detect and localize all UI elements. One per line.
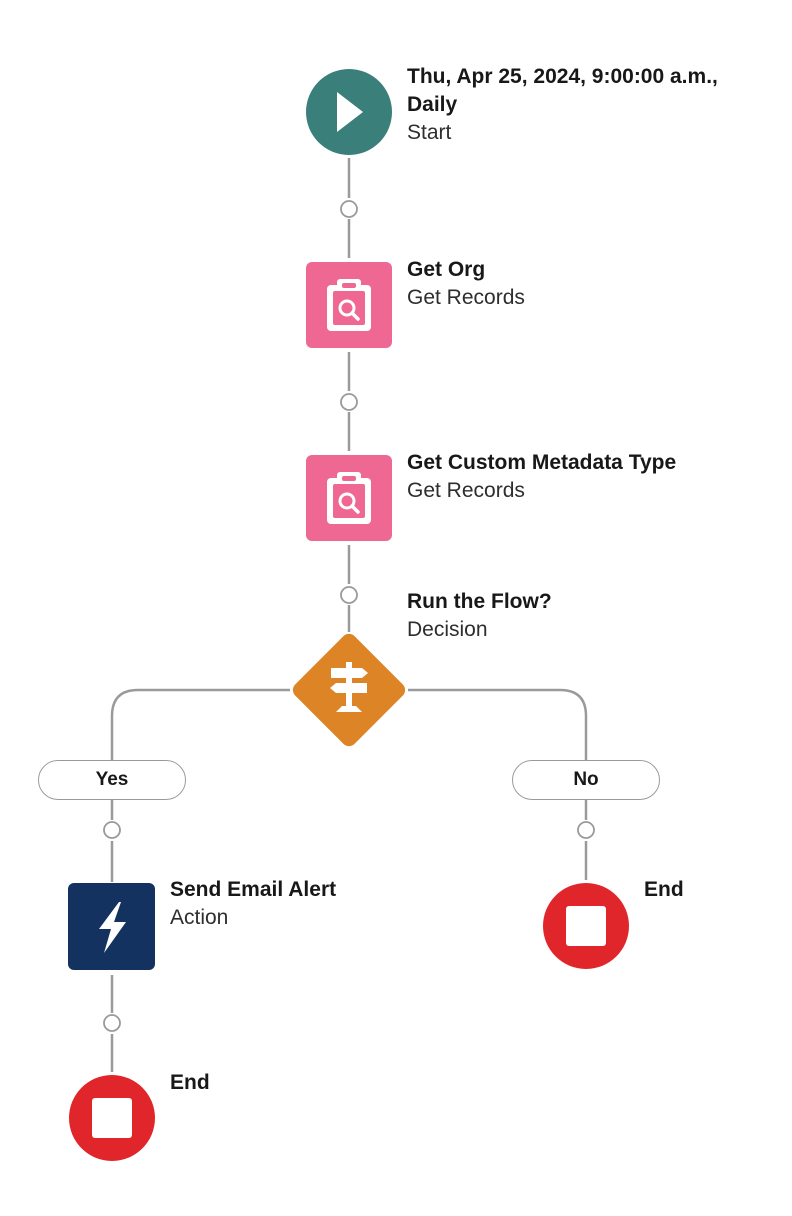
send-email-alert-type: Action [170, 906, 229, 929]
start-type: Start [407, 121, 452, 144]
lightning-bolt-icon [99, 902, 126, 953]
connectors [110, 158, 588, 1072]
get-org-title: Get Org [407, 258, 486, 281]
decision-node[interactable] [290, 631, 409, 750]
connector-branch-no [408, 688, 588, 760]
start-node[interactable] [306, 69, 392, 155]
end-node-left[interactable] [69, 1075, 155, 1161]
decision-label: Run the Flow? Decision [407, 588, 552, 644]
get-org-node[interactable] [306, 262, 392, 348]
end-left-label: End [170, 1069, 210, 1097]
get-org-label: Get Org Get Records [407, 256, 525, 312]
add-element-dot[interactable] [103, 821, 121, 839]
decision-type: Decision [407, 618, 488, 641]
branch-label-no[interactable]: No [512, 760, 660, 800]
get-cmt-title: Get Custom Metadata Type [407, 451, 677, 474]
decision-title: Run the Flow? [407, 590, 552, 613]
end-left-title: End [170, 1071, 210, 1094]
add-element-dot[interactable] [340, 586, 358, 604]
add-element-dot[interactable] [577, 821, 595, 839]
clipboard-search-icon [327, 279, 371, 331]
clipboard-search-icon [327, 472, 371, 524]
branch-label-yes[interactable]: Yes [38, 760, 186, 800]
end-right-title: End [644, 878, 684, 901]
play-icon [337, 92, 363, 132]
stop-icon [92, 1098, 132, 1138]
end-node-right[interactable] [543, 883, 629, 969]
get-org-type: Get Records [407, 286, 525, 309]
end-right-label: End [644, 876, 684, 904]
add-element-dot[interactable] [340, 200, 358, 218]
send-email-alert-label: Send Email Alert Action [170, 876, 336, 932]
get-cmt-node[interactable] [306, 455, 392, 541]
add-element-dot[interactable] [340, 393, 358, 411]
stop-icon [566, 906, 606, 946]
get-cmt-type: Get Records [407, 479, 525, 502]
send-email-alert-node[interactable] [68, 883, 155, 970]
signpost-icon [330, 662, 368, 712]
start-title: Thu, Apr 25, 2024, 9:00:00 a.m., Daily [407, 65, 718, 116]
connector-branch-yes [110, 688, 290, 760]
send-email-alert-title: Send Email Alert [170, 878, 337, 901]
add-element-dot[interactable] [103, 1014, 121, 1032]
get-cmt-label: Get Custom Metadata Type Get Records [407, 449, 676, 505]
start-label: Thu, Apr 25, 2024, 9:00:00 a.m., Daily S… [407, 63, 737, 147]
